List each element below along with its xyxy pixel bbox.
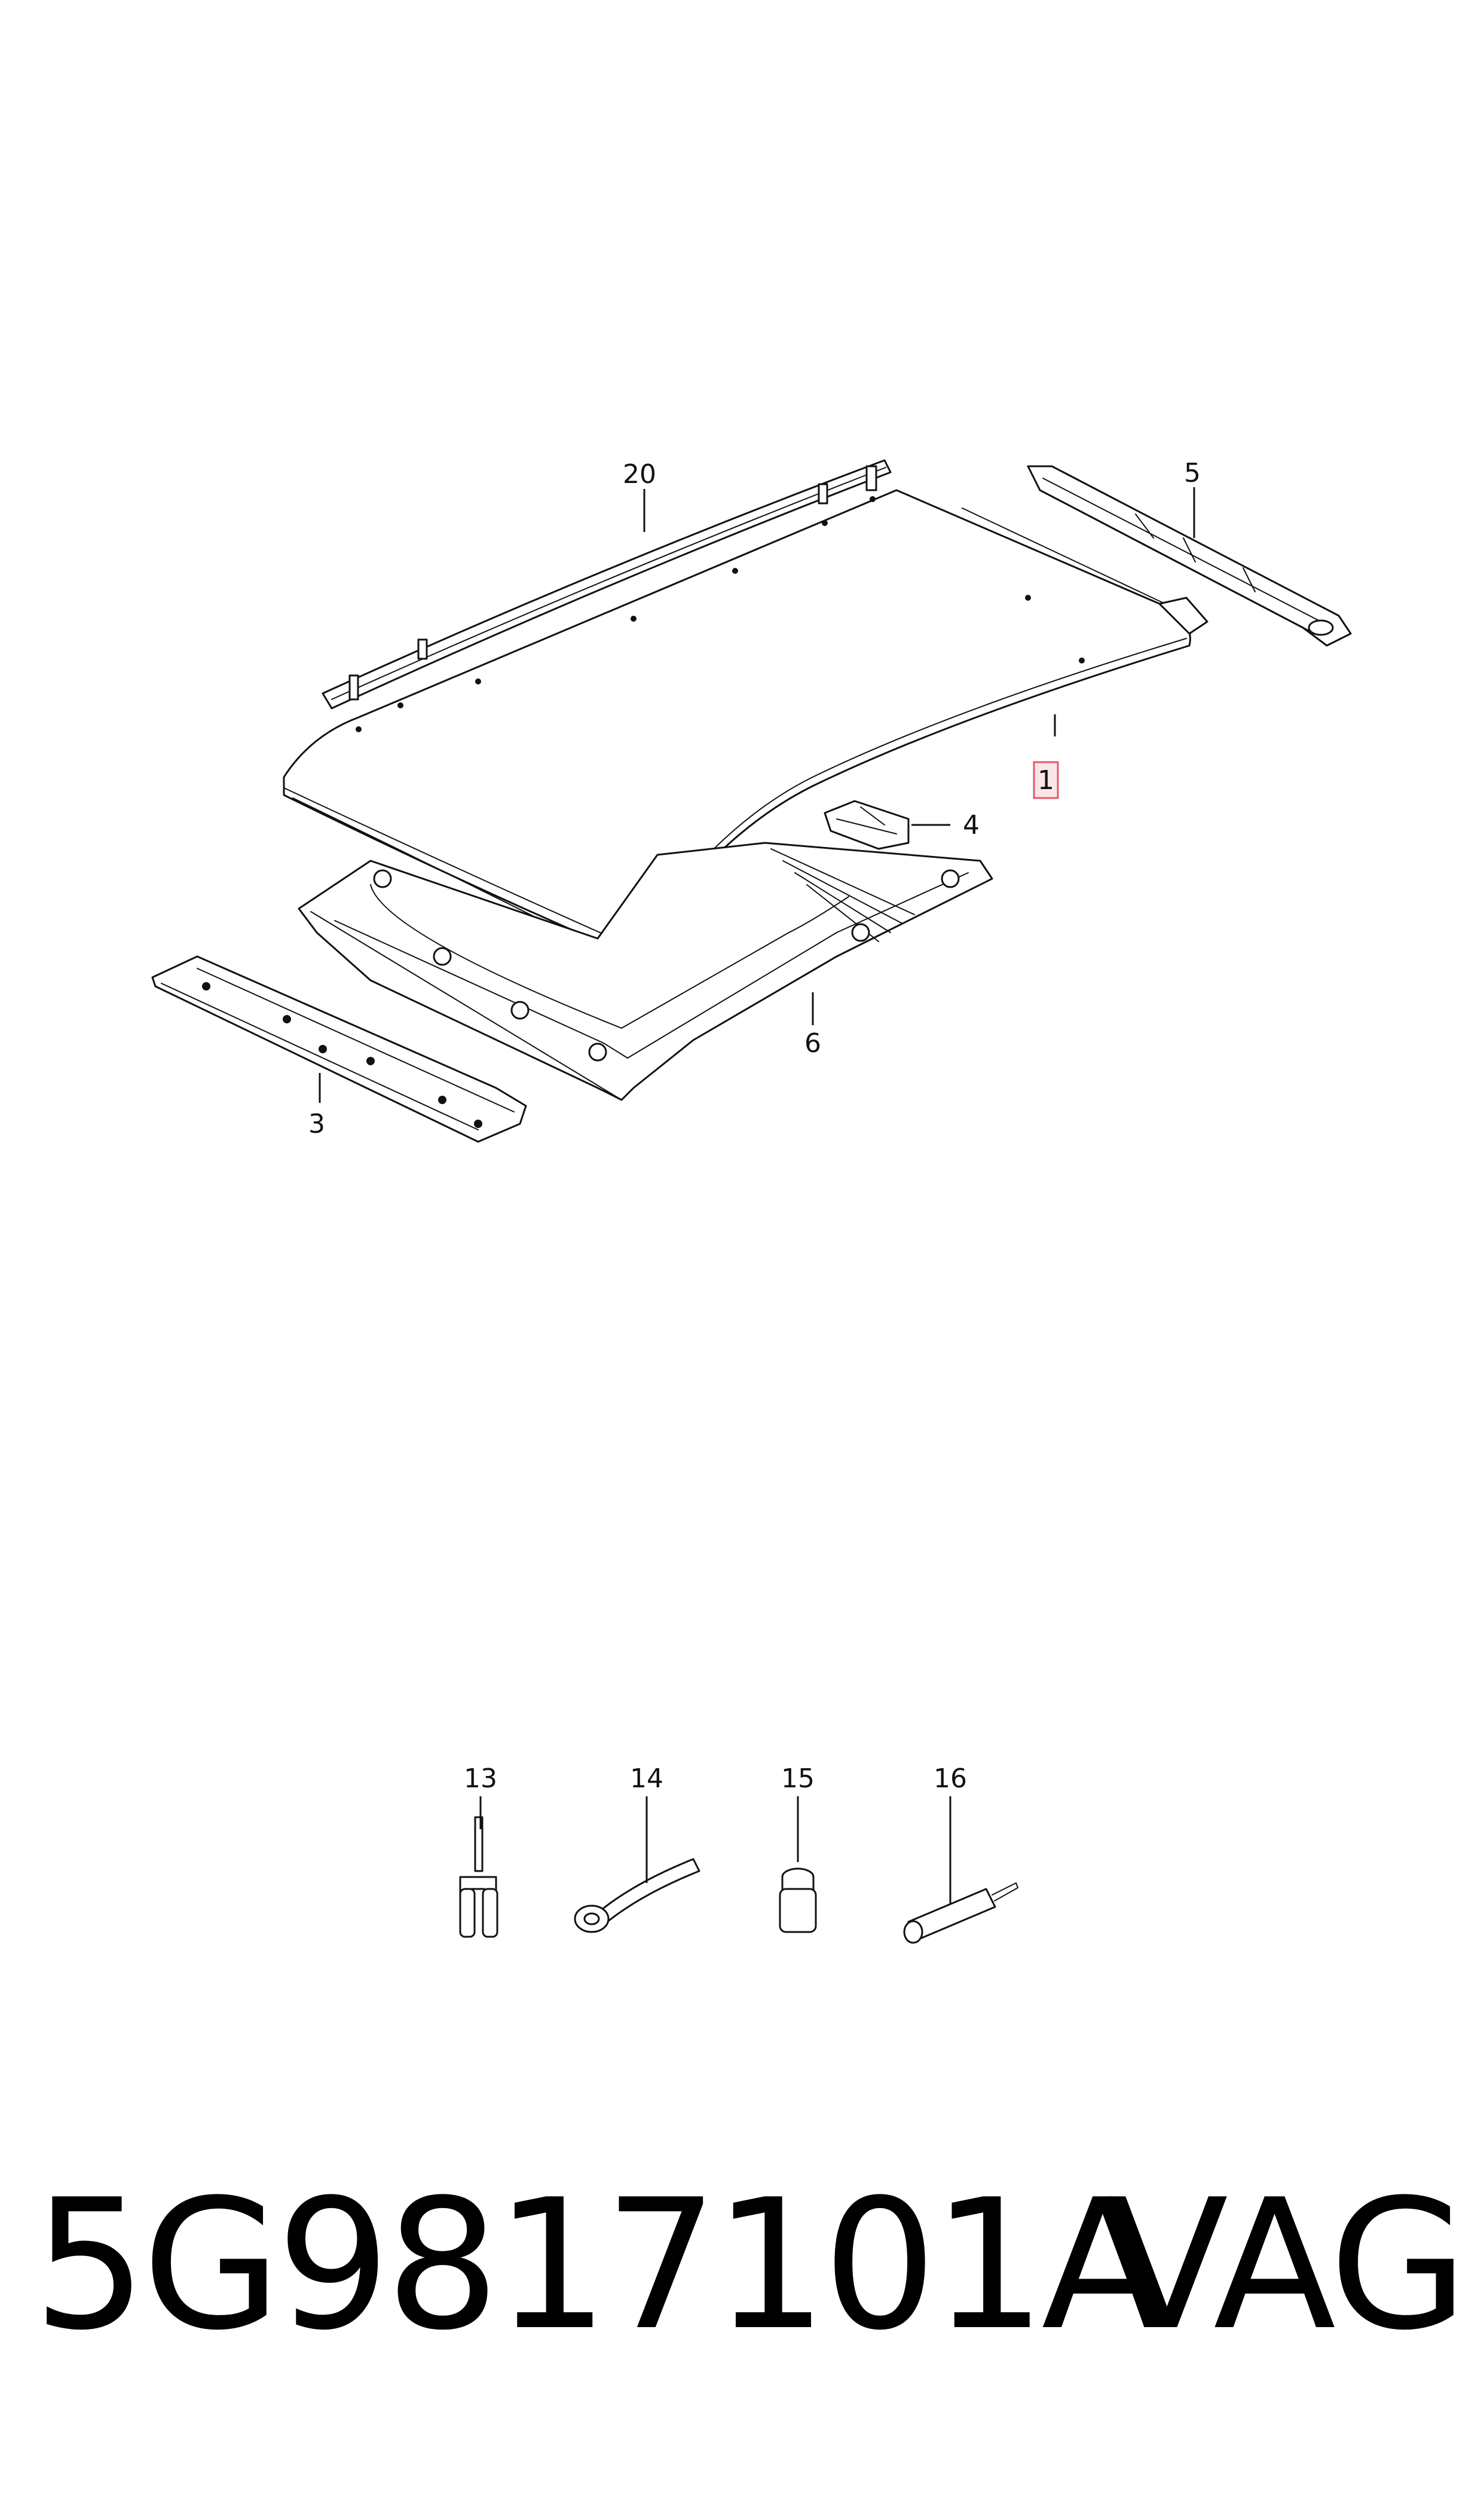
- part-1-roof-panel: [283, 489, 1208, 964]
- callout-3[interactable]: 3: [308, 1109, 325, 1139]
- part-5-rear-cross-member: [1027, 465, 1352, 647]
- leader-lines: [319, 487, 1195, 1904]
- part-16-adhesive-tube: [903, 1882, 1018, 1944]
- callout-6[interactable]: 6: [804, 1028, 821, 1059]
- brand-name: VAG: [1106, 2161, 1468, 2370]
- callout-5[interactable]: 5: [1184, 458, 1201, 488]
- part-13-clip-set: [459, 1816, 498, 1938]
- part-number: 5G9817101A: [33, 2161, 1164, 2370]
- callout-16[interactable]: 16: [934, 1763, 967, 1794]
- part-14-sealing-plug: [574, 1858, 700, 1933]
- callout-1-highlight-box[interactable]: [1033, 761, 1059, 799]
- callout-1[interactable]: 1: [1038, 765, 1054, 796]
- callout-14[interactable]: 14: [630, 1763, 663, 1794]
- footer-caption: 5G9817101A VAG: [0, 2146, 1484, 2385]
- callout-labels: 20 5 1 4 6 3 13 14 15 16: [308, 458, 1201, 1794]
- part-6-roof-frame: [298, 842, 993, 1101]
- callout-20[interactable]: 20: [623, 459, 656, 490]
- callout-4[interactable]: 4: [963, 810, 980, 840]
- part-4-bracket: [824, 800, 910, 850]
- part-20-roof-rail: [322, 459, 892, 710]
- part-15-container: [779, 1867, 817, 1933]
- callout-13[interactable]: 13: [464, 1763, 497, 1794]
- callout-15[interactable]: 15: [781, 1763, 815, 1794]
- part-3-front-cross-member: [151, 955, 527, 1143]
